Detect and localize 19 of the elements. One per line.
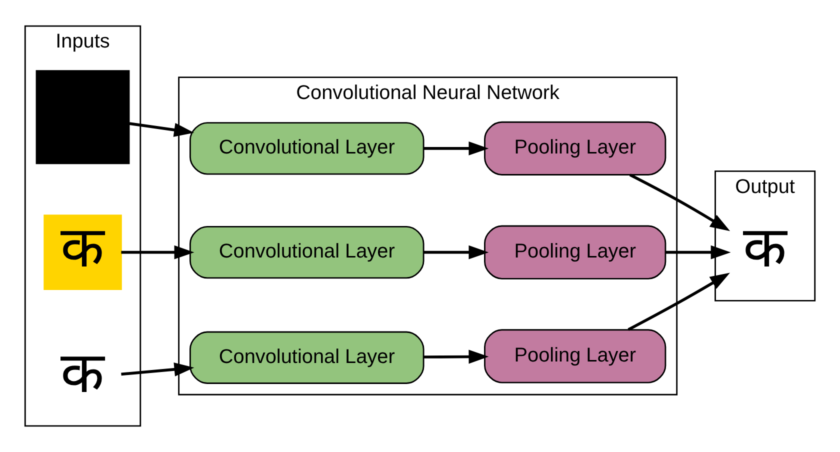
node-box: Pooling Layer (484, 225, 666, 280)
arrow (129, 122, 194, 137)
arrow (424, 350, 489, 364)
node-text: क (60, 340, 105, 406)
arrow (628, 272, 730, 331)
node-box (36, 70, 130, 164)
node-box: Convolutional Layer (189, 331, 424, 384)
arrow (121, 362, 194, 376)
arrow (121, 245, 194, 260)
arrow (424, 141, 489, 156)
arrow (424, 245, 489, 260)
node-box: क (44, 214, 122, 290)
node-box: Pooling Layer (484, 329, 666, 384)
node-box: Convolutional Layer (189, 122, 424, 175)
node-box: Convolutional Layer (189, 226, 424, 279)
node-box: Pooling Layer (484, 121, 666, 176)
arrow (629, 174, 730, 232)
arrow (666, 245, 731, 260)
node-text: क (743, 214, 788, 281)
